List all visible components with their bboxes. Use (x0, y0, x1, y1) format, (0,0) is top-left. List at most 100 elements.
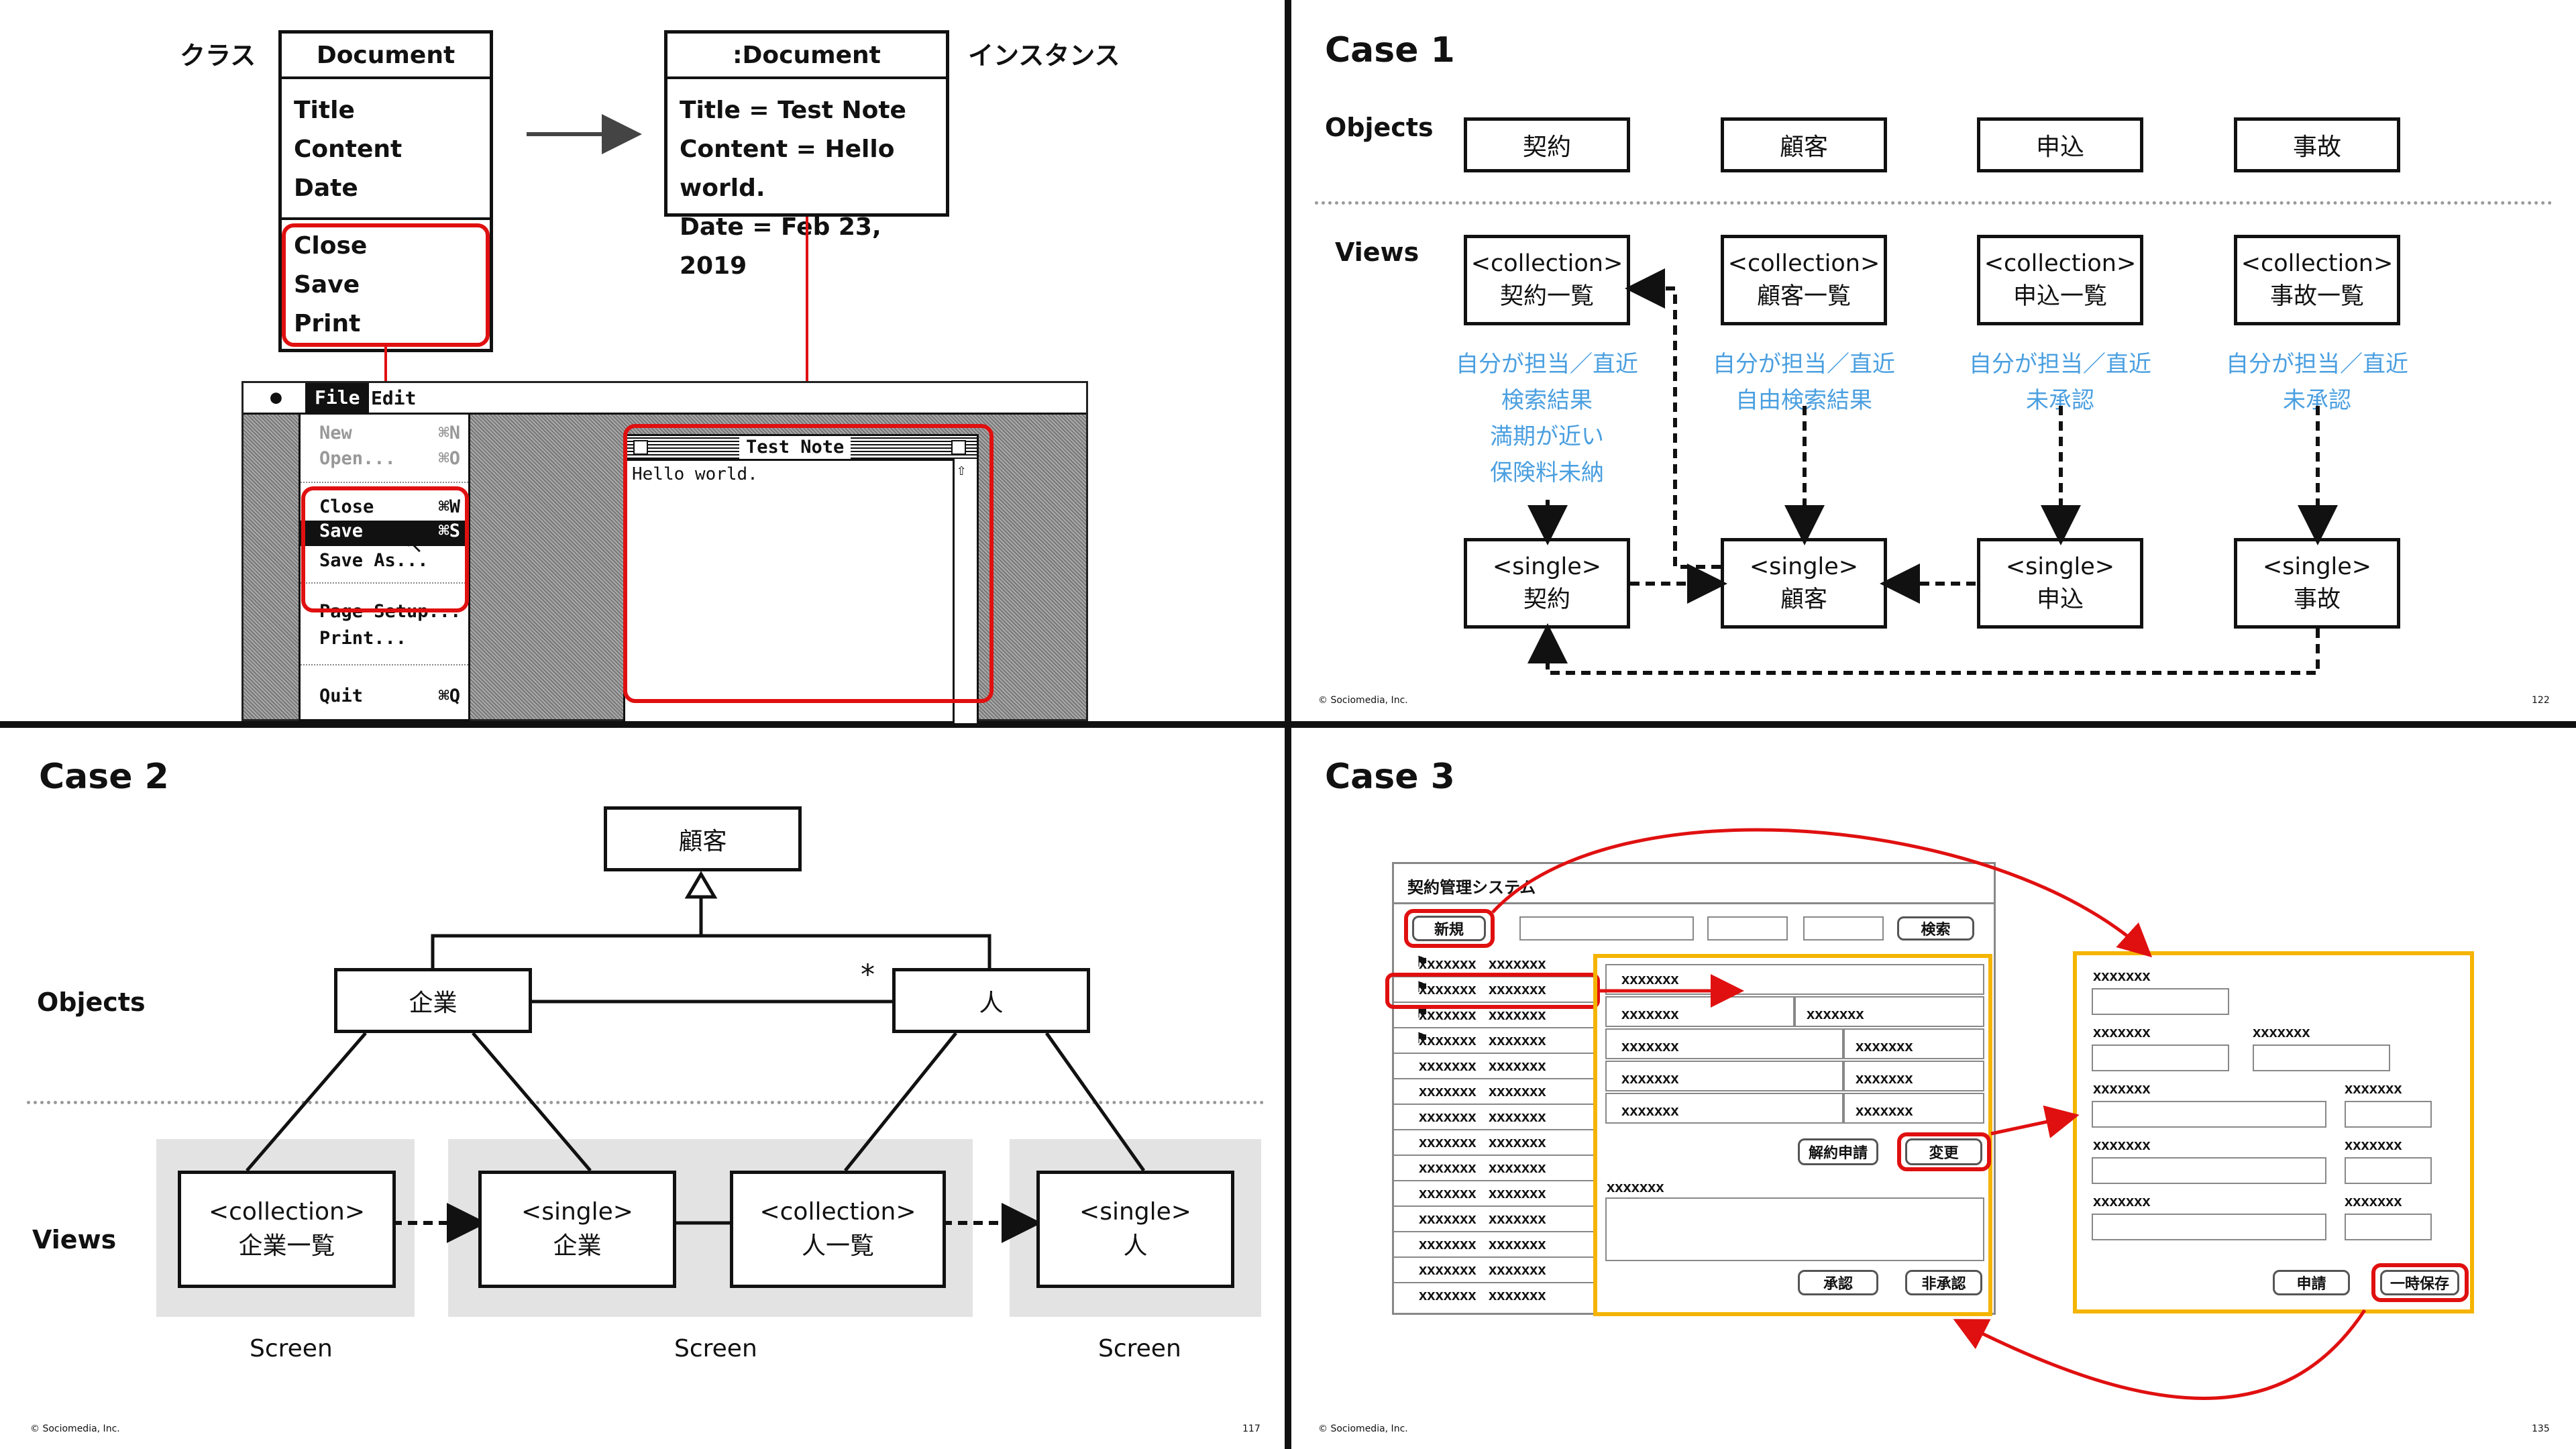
edit-field[interactable] (2092, 1157, 2326, 1184)
menu-item-close[interactable]: Close⌘W (319, 496, 460, 517)
c1-single-application: <single>申込 (1977, 538, 2143, 629)
instance-attr: Date = Feb 23, 2019 (680, 213, 881, 280)
close-box-icon[interactable] (633, 440, 648, 455)
note-text[interactable]: Hello world. (632, 464, 758, 484)
screen-label: Screen (674, 1335, 757, 1362)
detail-field[interactable]: xxxxxxx (1605, 1093, 1843, 1124)
edit-field[interactable] (2345, 1214, 2432, 1240)
list-item[interactable]: xxxxxxx xxxxxxx (1419, 955, 1546, 972)
instance-label: インスタンス (968, 41, 1120, 70)
edit-field-label: xxxxxxx (2093, 1193, 2151, 1210)
cancel-contract-button[interactable]: 解約申請 (1798, 1138, 1878, 1165)
flag-icon: ⚑ (1415, 979, 1429, 996)
case3-flow-arrows (1491, 828, 2367, 1400)
list-item[interactable]: xxxxxxx xxxxxxx (1419, 1236, 1546, 1252)
list-item[interactable]: xxxxxxx xxxxxxx (1419, 1210, 1546, 1227)
edit-field[interactable] (2345, 1157, 2432, 1184)
detail-field[interactable]: xxxxxxx (1843, 1028, 1984, 1059)
detail-field[interactable]: xxxxxxx (1605, 1061, 1843, 1091)
menu-edit[interactable]: Edit (371, 387, 417, 409)
class-label: クラス (180, 41, 256, 70)
change-button[interactable]: 変更 (1905, 1138, 1982, 1165)
list-item[interactable]: xxxxxxx xxxxxxx (1419, 1287, 1546, 1303)
temp-save-highlight (2371, 1263, 2469, 1302)
detail-field[interactable]: xxxxxxx (1605, 1028, 1843, 1059)
c2-parent-customer: 顧客 (604, 806, 802, 871)
detail-field[interactable]: xxxxxxx (1843, 1061, 1984, 1091)
c1-filters-customer: 自分が担当／直近自由検索結果 (1713, 351, 1895, 414)
mac-screen: ● File Edit New⌘N Open...⌘O Close⌘W Save… (241, 381, 1088, 723)
detail-field[interactable]: xxxxxxx (1794, 996, 1984, 1027)
edit-field-label: xxxxxxx (2093, 1080, 2151, 1097)
note-title: Test Note (739, 436, 851, 459)
list-item[interactable]: xxxxxxx xxxxxxx (1419, 1159, 1546, 1176)
c2-view-company-list: <collection>企業一覧 (178, 1171, 396, 1288)
edit-field[interactable] (2253, 1044, 2390, 1071)
list-item[interactable]: xxxxxxx xxxxxxx (1419, 1185, 1546, 1201)
search-field-3[interactable] (1803, 916, 1884, 941)
case1-separator (1315, 201, 2553, 205)
list-item[interactable]: xxxxxxx xxxxxxx (1419, 1032, 1546, 1049)
apple-icon[interactable]: ● (270, 386, 282, 408)
case2-title: Case 2 (39, 757, 169, 797)
scroll-up-icon[interactable]: ⇧ (957, 460, 967, 479)
menu-separator (301, 482, 468, 483)
window-highlight (623, 424, 994, 703)
edit-field-label: xxxxxxx (2093, 1136, 2151, 1153)
menu-item-print[interactable]: Print... (319, 628, 407, 649)
class-name: Document (282, 34, 490, 79)
menu-separator (301, 582, 468, 584)
edit-field[interactable] (2092, 1214, 2326, 1240)
class-methods: Close Save Print (282, 220, 490, 343)
menu-highlight (301, 486, 469, 612)
case3-title: Case 3 (1325, 757, 1455, 797)
list-item[interactable]: xxxxxxx xxxxxxx (1419, 981, 1546, 998)
search-button[interactable]: 検索 (1897, 916, 1974, 941)
apply-button[interactable]: 申請 (2273, 1270, 2350, 1295)
menu-item-open[interactable]: Open...⌘O (319, 448, 460, 469)
new-button[interactable]: 新規 (1412, 916, 1486, 941)
list-item[interactable]: xxxxxxx xxxxxxx (1419, 1057, 1546, 1074)
list-item[interactable]: xxxxxxx xxxxxxx (1419, 1108, 1546, 1125)
c1-object-application: 申込 (1977, 117, 2143, 172)
search-field-1[interactable] (1519, 916, 1694, 941)
memo-textarea[interactable] (1605, 1197, 1984, 1261)
c2-view-person: <single>人 (1036, 1171, 1234, 1288)
menu-item-save[interactable]: Save⌘S (301, 521, 468, 546)
approve-button[interactable]: 承認 (1798, 1270, 1878, 1295)
multiplicity-label: * (861, 958, 875, 991)
detail-field[interactable]: xxxxxxx (1843, 1093, 1984, 1124)
edit-field[interactable] (2092, 1044, 2229, 1071)
edit-field-label: xxxxxxx (2093, 967, 2151, 984)
list-item[interactable]: xxxxxxx xxxxxxx (1419, 1006, 1546, 1023)
scrollbar[interactable]: ⇧ (953, 459, 977, 723)
note-window: Test Note Hello world. ⇧ (623, 434, 979, 723)
case1-objects-label: Objects (1325, 113, 1434, 142)
edit-field-label: xxxxxxx (2345, 1193, 2402, 1210)
case3-copyright: © Sociomedia, Inc. (1318, 1424, 1408, 1434)
zoom-box-icon[interactable] (951, 440, 966, 455)
menu-file[interactable]: File (305, 383, 370, 413)
edit-field[interactable] (2092, 988, 2229, 1015)
class-attr: Title (294, 97, 355, 124)
reject-button[interactable]: 非承認 (1905, 1270, 1982, 1295)
list-item[interactable]: xxxxxxx xxxxxxx (1419, 1261, 1546, 1278)
selected-row-highlight (1385, 973, 1600, 1009)
list-item[interactable]: xxxxxxx xxxxxxx (1419, 1083, 1546, 1099)
case1-page-number: 122 (2532, 695, 2550, 706)
list-item[interactable]: xxxxxxx xxxxxxx (1419, 1134, 1546, 1150)
search-field-2[interactable] (1707, 916, 1788, 941)
cursor-icon: ↖ (405, 532, 424, 559)
note-titlebar[interactable]: Test Note (625, 436, 977, 461)
menu-item-save-as[interactable]: Save As... (319, 550, 429, 571)
temp-save-button[interactable]: 一時保存 (2380, 1270, 2459, 1295)
menu-item-new[interactable]: New⌘N (319, 423, 460, 443)
flag-icon: ⚑ (1415, 954, 1429, 971)
detail-panel (1593, 954, 1992, 1316)
screen-label: Screen (250, 1335, 333, 1362)
edit-field[interactable] (2345, 1101, 2432, 1128)
menu-item-quit[interactable]: Quit⌘Q (319, 686, 460, 706)
file-menu: New⌘N Open...⌘O Close⌘W Save⌘S Save As..… (299, 413, 470, 721)
edit-field[interactable] (2092, 1101, 2326, 1128)
detail-field[interactable]: xxxxxxx (1605, 996, 1794, 1027)
